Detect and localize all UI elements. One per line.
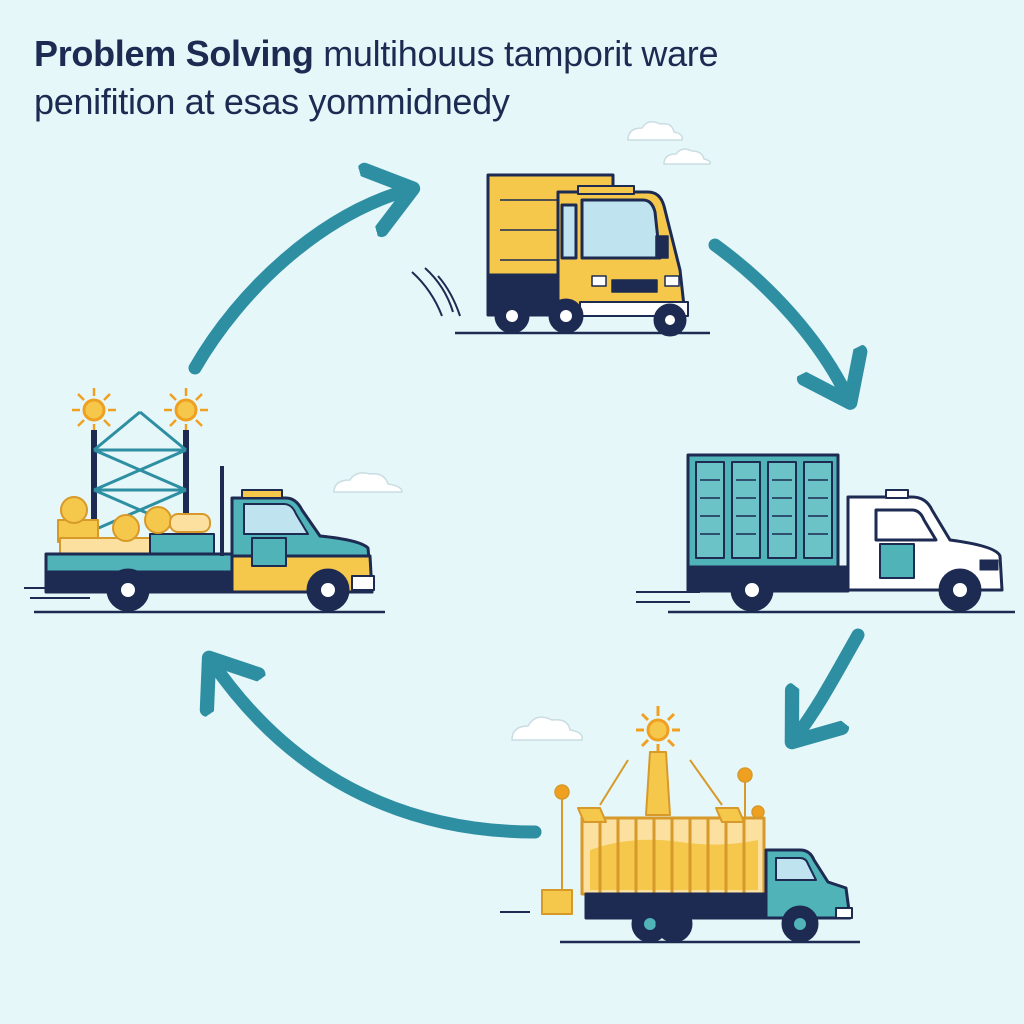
cloud-icon	[663, 148, 712, 165]
container-truck-icon	[636, 453, 1015, 614]
flatbed-power-truck-icon	[24, 388, 385, 614]
yellow-box-truck-icon	[411, 173, 710, 337]
arrow-icon	[708, 238, 848, 398]
title-line-2: penifition at esas yommidnedy	[34, 81, 510, 122]
arrow-icon	[188, 190, 408, 375]
cloud-icon	[627, 121, 684, 141]
cloud-icon	[333, 472, 403, 493]
page-title: Problem Solving multihouus tamporit ware…	[34, 30, 994, 126]
arrow-icon	[795, 628, 865, 738]
title-rest-text: multihouus tamporit ware	[313, 33, 719, 74]
title-bold-text: Problem Solving	[34, 33, 314, 74]
cargo-cage-truck-icon	[500, 706, 860, 944]
title-line-1: Problem Solving multihouus tamporit ware	[34, 30, 994, 78]
cloud-icon	[511, 716, 583, 741]
arrow-icon	[212, 662, 542, 839]
